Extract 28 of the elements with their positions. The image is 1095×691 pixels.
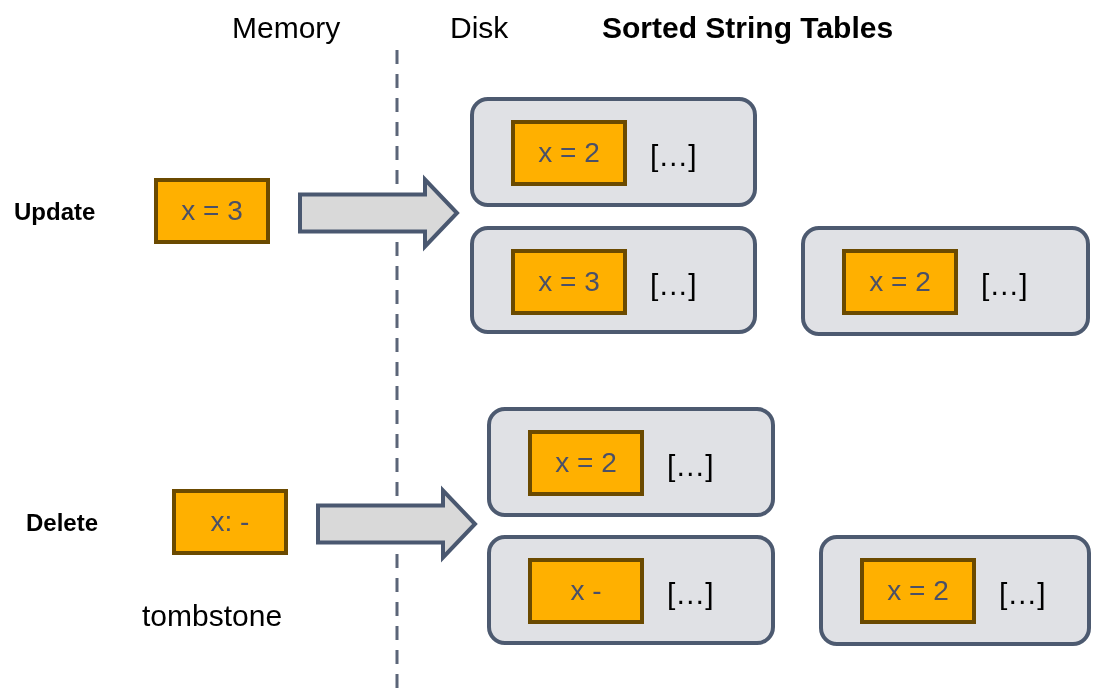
table-box [487,407,775,517]
label-text: Disk [450,10,509,46]
block-arrow [316,485,478,563]
table-box [487,535,775,645]
key-box: x = 3 [511,249,627,315]
key-box: x - [528,558,644,624]
key-box: x = 2 [528,430,644,496]
table-box [801,226,1090,336]
key-box: x = 2 [860,558,976,624]
table-box [819,535,1091,646]
key-box: x = 2 [842,249,958,315]
label-text: Delete [26,508,99,538]
ellipsis-text: […] [667,448,714,484]
ellipsis-text: […] [981,267,1028,303]
ellipsis-text: […] [999,576,1046,612]
key-box: x: - [172,489,288,555]
caption-text: tombstone [142,598,283,634]
ellipsis-text: […] [650,267,697,303]
table-box [470,97,757,207]
key-box: x = 3 [154,178,270,244]
key-box: x = 2 [511,120,627,186]
ellipsis-text: […] [667,576,714,612]
label-text: Memory [232,10,341,46]
ellipsis-text: […] [650,138,697,174]
label-text: Update [14,197,96,227]
label-text: Sorted String Tables [602,10,894,46]
block-arrow [298,174,460,252]
table-box [470,226,757,334]
